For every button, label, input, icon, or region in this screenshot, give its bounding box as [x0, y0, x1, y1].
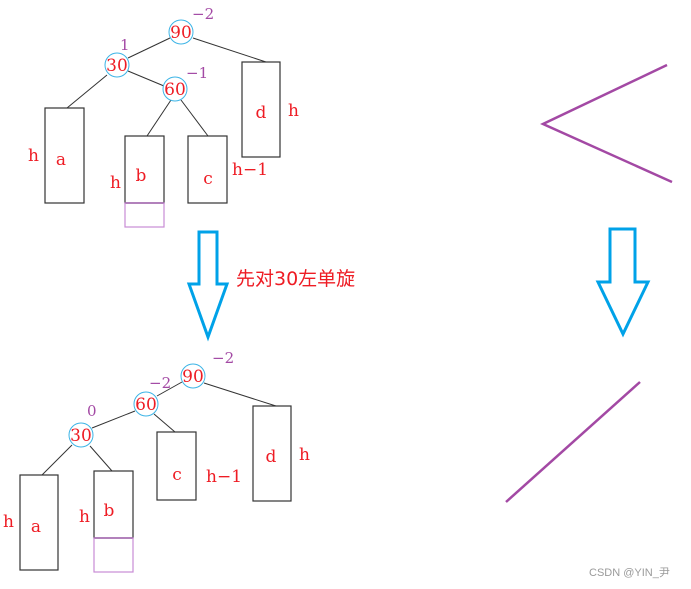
subtree-b-extension [93, 537, 134, 573]
node-60-circle [133, 391, 159, 417]
step-caption: 先对30左单旋 [236, 268, 355, 290]
node-90-label: 90 [182, 367, 204, 387]
balance-factor-60: −2 [149, 374, 171, 392]
subtree-b-extension [124, 202, 165, 228]
bottom-tree: a b c d h h h−1 h 90 60 30 −2 −2 0 [3, 349, 310, 573]
straight-diagonal-line [505, 381, 641, 503]
edge-90-60 [156, 381, 183, 397]
edge-90-30 [127, 37, 171, 59]
node-60-label: 60 [164, 80, 186, 100]
node-90-circle [168, 19, 194, 45]
node-30-circle [68, 422, 94, 448]
subtree-d-label: d [256, 103, 267, 123]
balance-factor-30: 0 [87, 402, 97, 420]
down-arrow-icon [186, 230, 230, 342]
subtree-b-label: b [104, 501, 115, 521]
subtree-c-label: c [172, 465, 182, 485]
node-90-label: 90 [170, 23, 192, 43]
node-60-circle [162, 76, 188, 102]
edge-90-d [203, 382, 277, 407]
edge-30-60 [127, 70, 165, 87]
subtree-d-label: d [266, 447, 277, 467]
balance-factor-30: 1 [120, 36, 130, 54]
subtree-a-box [44, 107, 85, 204]
height-b-label: h [110, 173, 121, 193]
edge-90-d [192, 37, 267, 63]
node-30-label: 30 [70, 426, 92, 446]
edge-60-b [146, 99, 172, 137]
subtree-c-box [187, 135, 228, 204]
subtree-c-box [156, 431, 197, 501]
watermark: CSDN @YIN_尹 [589, 567, 670, 579]
height-d-label: h [299, 445, 310, 465]
height-a-label: h [3, 512, 14, 532]
edge-60-30 [91, 410, 136, 429]
node-60-label: 60 [135, 395, 157, 415]
balance-factor-90: −2 [192, 5, 214, 23]
height-a-label: h [28, 146, 39, 166]
right-down-arrow-icon [595, 227, 651, 338]
edge-30-b [89, 445, 113, 472]
height-c-label: h−1 [232, 160, 268, 180]
subtree-d-box [241, 61, 281, 158]
node-30-circle [104, 52, 130, 78]
node-90-circle [180, 363, 206, 389]
node-30-label: 30 [106, 56, 128, 76]
subtree-a-label: a [56, 150, 66, 170]
subtree-a-box [19, 474, 59, 571]
balance-factor-90: −2 [212, 349, 234, 367]
height-b-label: h [79, 507, 90, 527]
subtree-d-box [252, 405, 292, 502]
top-tree: a b c d h h h−1 h 90 30 60 −2 1 −1 [28, 5, 299, 228]
angle-bracket-shape [540, 63, 673, 184]
balance-factor-60: −1 [186, 64, 208, 82]
subtree-a-label: a [31, 517, 41, 537]
edge-30-a [66, 74, 108, 109]
height-c-label: h−1 [206, 467, 242, 487]
subtree-c-label: c [203, 169, 213, 189]
edge-60-c [153, 413, 176, 433]
edge-60-c [180, 99, 209, 137]
subtree-b-label: b [136, 166, 147, 186]
height-d-label: h [288, 101, 299, 121]
edge-30-a [41, 444, 73, 476]
